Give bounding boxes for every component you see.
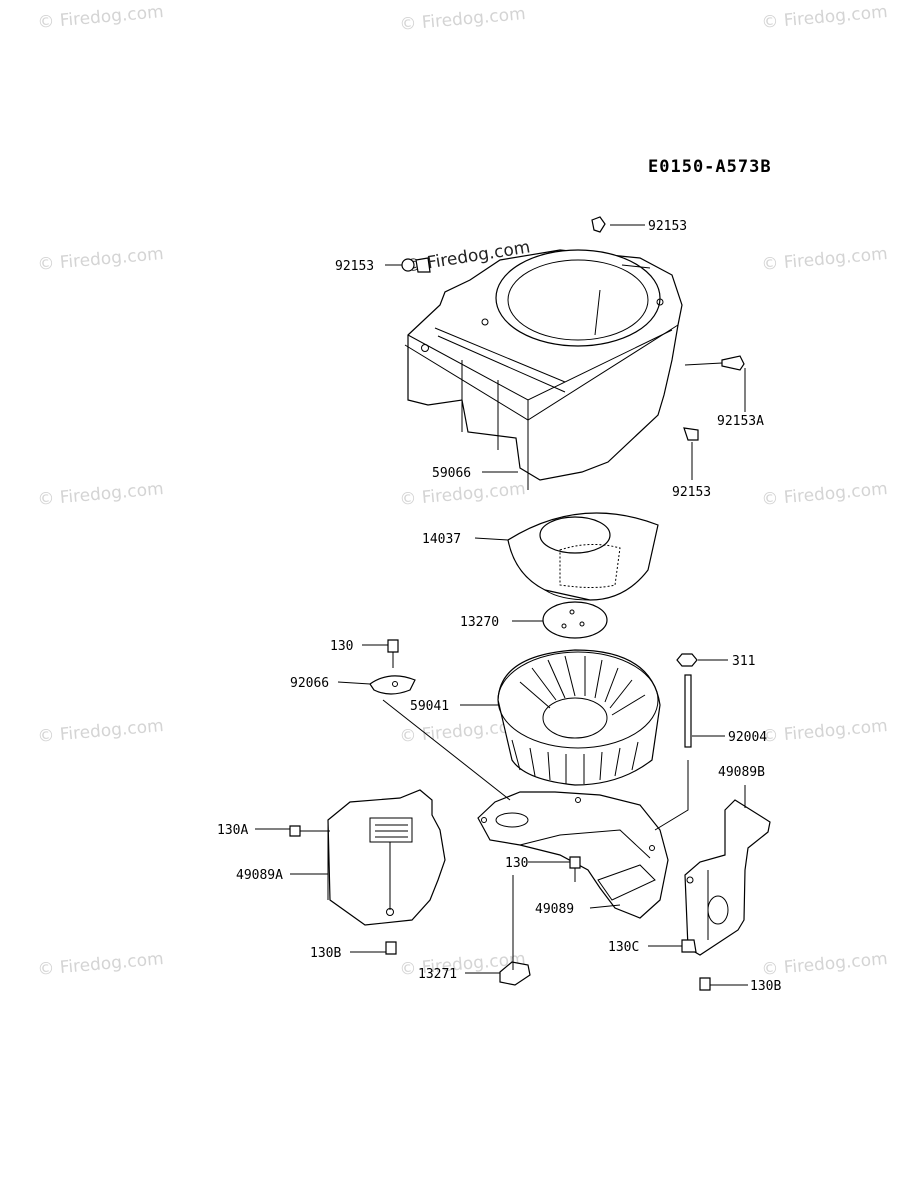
watermark: © Firedog.com [761,716,889,747]
label-92004: 92004 [728,730,767,745]
label-130-top: 130 [330,639,353,654]
label-59066: 59066 [432,466,471,481]
label-311: 311 [732,654,755,669]
cover-13271 [499,961,531,986]
watermark: © Firedog.com [37,2,165,33]
label-13271: 13271 [418,967,457,982]
label-130c: 130C [608,940,639,955]
leader-lines [255,224,748,986]
diagram-code: E0150-A573B [648,157,772,177]
watermark: © Firedog.com [399,4,527,35]
shroud-59066 [404,249,683,490]
label-49089a: 49089A [236,868,283,883]
label-130b-right: 130B [750,979,781,994]
watermark: © Firedog.com [761,2,889,33]
watermark: © Firedog.com [37,949,165,980]
baffle-49089a [327,789,446,926]
baffle-49089 [477,791,669,919]
label-59041: 59041 [410,699,449,714]
label-130-mid: 130 [505,856,528,871]
label-92153-left: 92153 [335,259,374,274]
watermark: © Firedog.com [37,244,165,275]
label-49089: 49089 [535,902,574,917]
plate-13270 [542,601,608,639]
label-130a: 130A [217,823,248,838]
screen-14037 [507,512,659,601]
watermark: © Firedog.com [761,949,889,980]
watermark: © Firedog.com [761,479,889,510]
label-92066: 92066 [290,676,329,691]
label-92153-right: 92153 [672,485,711,500]
label-92153-top: 92153 [648,219,687,234]
label-130b-left: 130B [310,946,341,961]
label-13270: 13270 [460,615,499,630]
watermark: © Firedog.com [761,244,889,275]
flywheel-59041 [497,649,661,786]
part-labels: 92153 92153 92153A 92153 59066 14037 132… [217,219,781,994]
watermark: © Firedog.com [399,479,527,510]
watermark: © Firedog.com [37,716,165,747]
label-49089b: 49089B [718,765,765,780]
label-14037: 14037 [422,532,461,547]
label-92153a: 92153A [717,414,764,429]
baffle-49089b [684,799,771,956]
small-parts [289,216,745,991]
watermark: © Firedog.com [37,479,165,510]
